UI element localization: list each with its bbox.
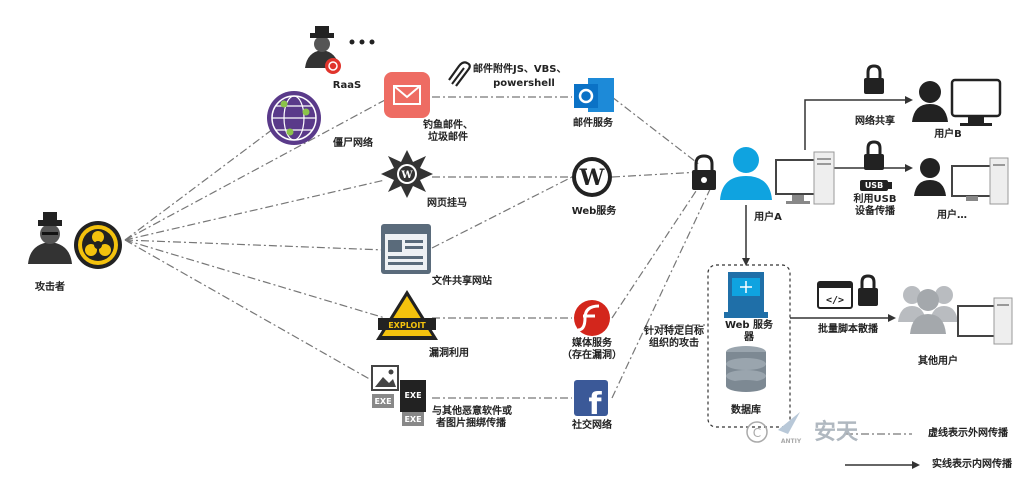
paperclip-icon: [448, 61, 471, 87]
web-trojan-label: 网页挂马: [427, 198, 467, 209]
lock-icon: [692, 154, 716, 190]
user-a-label: 用户A: [754, 212, 782, 223]
file-share-label: 文件共享网站: [432, 276, 492, 287]
mail-icon: [384, 72, 430, 118]
exe-files-icon: [372, 380, 426, 426]
web-server-icon: [724, 272, 768, 318]
web-trojan-icon: W: [381, 150, 433, 198]
network-share-label: 网络共享: [855, 116, 895, 127]
facebook-icon: f: [574, 380, 608, 422]
phishing-label-line1: 钓鱼邮件、: [423, 120, 473, 131]
attacker-label: 攻击者: [35, 282, 65, 293]
internal-server-group: [707, 264, 791, 428]
legend-dashed-label: 虚线表示外网传播: [928, 428, 1008, 439]
legend-solid-label: 实线表示内网传播: [932, 459, 1012, 470]
exploit-badge-text: EXPLOIT: [388, 321, 426, 330]
web-server-label-line1: Web 服务: [724, 320, 774, 331]
svg-text:W: W: [579, 165, 605, 191]
usb-label-line2: 设备传播: [855, 206, 895, 217]
user-more-computer-icon: [951, 157, 1009, 205]
usb-lock-icon: [864, 140, 884, 170]
bundle-label-line2: 者图片捆绑传播: [436, 418, 506, 429]
phishing-label-line2: 垃圾邮件: [428, 132, 468, 143]
web-service-label: Web服务: [571, 206, 617, 217]
other-users-label: 其他用户: [918, 356, 958, 367]
user-a-computer-icon: [775, 151, 835, 205]
raas-label: RaaS: [332, 80, 362, 91]
attachments-label-line2: powershell: [493, 78, 555, 89]
targeted-label-line2: 组织的攻击: [649, 338, 699, 349]
ellipsis-icon: [349, 39, 375, 45]
user-b-monitor-icon: [950, 78, 1002, 126]
exe-badge-1: EXE: [374, 397, 392, 406]
attachments-label-line1: 邮件附件JS、VBS、: [473, 64, 567, 75]
media-label-line2: （存在漏洞）: [562, 350, 622, 361]
database-icon: [726, 346, 766, 392]
svg-text:C: C: [753, 426, 761, 440]
bundle-label-line1: 与其他恶意软件或: [432, 406, 512, 417]
flash-icon: [574, 300, 610, 336]
exploit-warning-icon: [376, 290, 438, 340]
botnet-label: 僵尸网络: [333, 138, 373, 149]
biohazard-icon: [74, 221, 122, 269]
svg-text:W: W: [400, 170, 413, 181]
targeted-label-line1: 针对特定目标: [644, 326, 704, 337]
svg-text:f: f: [588, 387, 602, 422]
network-share-lock-icon: [864, 64, 884, 94]
outlook-icon: [574, 78, 614, 112]
raas-hacker-icon: [305, 26, 341, 74]
web-server-label-line2: 器: [744, 332, 754, 343]
image-file-icon: [371, 365, 399, 391]
batch-script-label: 批量脚本散播: [818, 324, 878, 335]
attacker-icon: [28, 212, 72, 264]
social-label: 社交网络: [572, 420, 612, 431]
arrowheads: [742, 96, 920, 469]
svg-text:</>: </>: [826, 295, 844, 306]
exploit-label: 漏洞利用: [429, 348, 469, 359]
user-a-icon: [720, 147, 772, 200]
usb-badge-text: USB: [864, 181, 884, 190]
media-label-line1: 媒体服务: [572, 338, 612, 349]
exe-badge-3: EXE: [404, 415, 422, 424]
user-more-icon: [914, 158, 946, 196]
usb-badge-icon: [860, 180, 892, 191]
usb-label-line1: 利用USB: [853, 194, 897, 205]
user-more-label: 用户…: [937, 210, 967, 221]
exe-badge-2: EXE: [404, 391, 422, 400]
botnet-globe-icon: [267, 91, 321, 145]
dashed-connectors: [124, 96, 713, 399]
user-b-label: 用户B: [934, 129, 962, 140]
file-share-icon: [381, 224, 431, 274]
watermark-text: 安天: [813, 420, 858, 445]
batch-lock-icon: [858, 274, 878, 306]
script-window-icon: </>: [817, 281, 853, 309]
database-label: 数据库: [731, 405, 761, 416]
antiy-logo: C: [746, 412, 800, 443]
user-b-icon: [912, 81, 948, 122]
wordpress-icon: W: [572, 157, 612, 197]
other-users-computer-icon: [957, 297, 1013, 345]
watermark-small-text: ANTIY: [780, 438, 802, 445]
mail-service-label: 邮件服务: [573, 118, 613, 129]
other-users-icon: [898, 286, 958, 334]
